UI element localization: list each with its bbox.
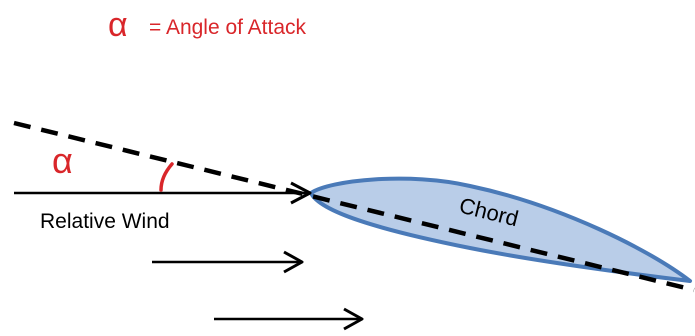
- chord-line: [13, 120, 695, 293]
- flow-arrow-2-head: [343, 307, 364, 331]
- airfoil: [309, 176, 692, 283]
- angle-arc: [159, 162, 174, 192]
- title-text: = Angle of Attack: [149, 16, 307, 39]
- relative-wind-label: Relative Wind: [40, 210, 170, 233]
- flow-arrow-1-head: [283, 250, 304, 274]
- relative-wind-arrowhead: [290, 181, 312, 205]
- title-alpha-symbol: α: [108, 6, 128, 44]
- alpha-label: α: [52, 140, 73, 181]
